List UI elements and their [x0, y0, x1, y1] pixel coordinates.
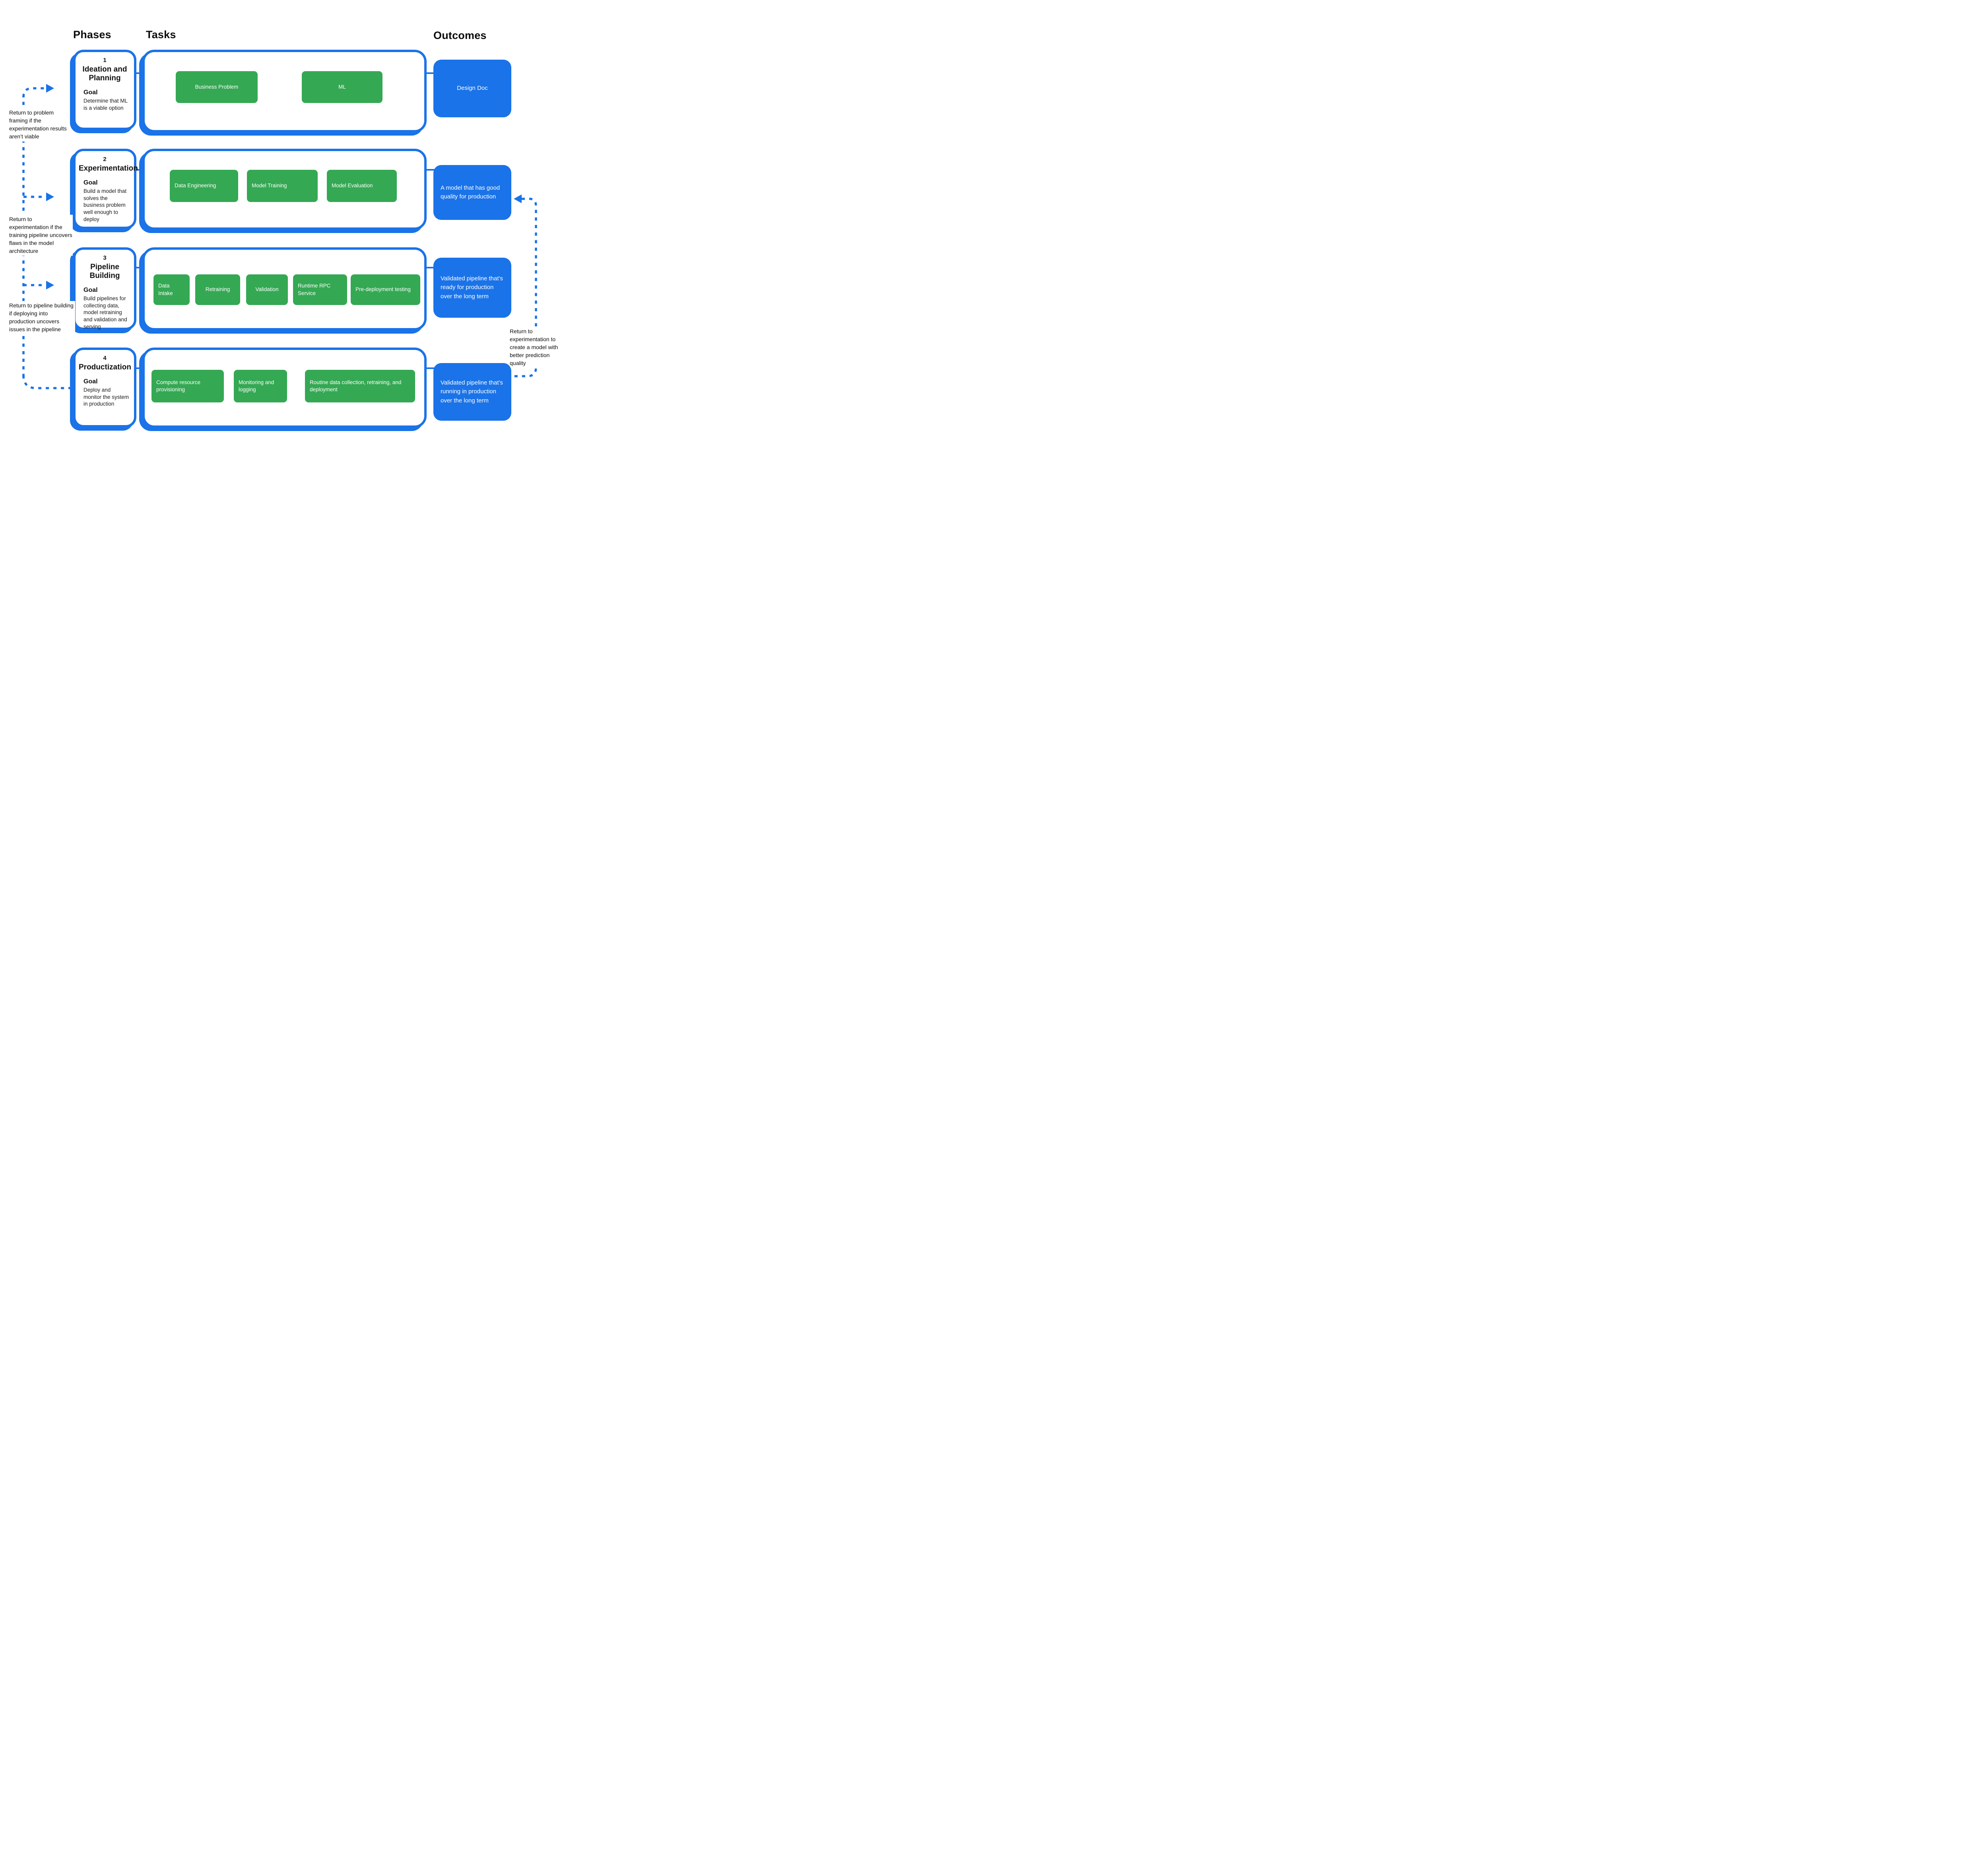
task-box-validation: Validation: [246, 274, 288, 305]
outcome-validated-pipeline-running: Validated pipeline that’s running in pro…: [433, 363, 511, 421]
goal-label: Goal: [83, 286, 98, 293]
arrowhead-to-ideation: [46, 84, 54, 93]
goal-label: Goal: [83, 179, 98, 186]
phase-title: Experimentation: [79, 164, 138, 173]
goal-text: Determine that ML is a viable option: [83, 97, 128, 111]
arrowhead-to-pipeline-building: [46, 281, 54, 289]
outcome-model-good-quality: A model that has good quality for produc…: [433, 165, 511, 220]
annotation-return-to-experimentation: Return to experimentation if the trainin…: [9, 215, 73, 256]
task-box-ml: ML: [302, 71, 382, 103]
phase-title: Productization: [79, 363, 131, 371]
phase-title: Ideation and Planning: [82, 65, 127, 82]
task-box-runtime-rpc-service: Runtime RPC Service: [293, 274, 347, 305]
task-box-routine-data-collection: Routine data collection, retraining, and…: [305, 370, 415, 402]
outcome-validated-pipeline-ready: Validated pipeline that’s ready for prod…: [433, 258, 511, 318]
goal-label: Goal: [83, 89, 98, 96]
phase-card-productization: 4 Productization Goal Deploy and monitor…: [73, 348, 136, 427]
task-box-retraining: Retraining: [195, 274, 240, 305]
phase-title: Pipeline Building: [89, 263, 120, 280]
outcomes-header: Outcomes: [433, 29, 487, 41]
task-box-data-engineering: Data Engineering: [170, 170, 238, 202]
arrowhead-to-experimentation: [46, 192, 54, 201]
goal-text: Build pipelines for collecting data, mod…: [83, 295, 127, 330]
task-box-model-training: Model Training: [247, 170, 318, 202]
phase-number: 2: [103, 156, 107, 163]
task-box-business-problem: Business Problem: [176, 71, 258, 103]
task-box-model-evaluation: Model Evaluation: [327, 170, 397, 202]
goal-text: Deploy and monitor the system in product…: [83, 387, 129, 407]
task-box-monitoring-and-logging: Monitoring and logging: [234, 370, 287, 402]
annotation-return-for-better-prediction: Return to experimentation to create a mo…: [510, 327, 564, 368]
annotation-return-to-problem-framing: Return to problem framing if the experim…: [9, 108, 70, 142]
phase-number: 1: [103, 57, 107, 64]
outcome-design-doc: Design Doc: [433, 60, 511, 117]
task-box-data-intake: Data Intake: [153, 274, 190, 305]
tasks-header: Tasks: [146, 29, 176, 41]
phase-number: 4: [103, 355, 107, 361]
phase-card-pipeline-building: 3 Pipeline Building Goal Build pipelines…: [73, 247, 136, 330]
task-box-pre-deployment-testing: Pre-deployment testing: [351, 274, 420, 305]
phase-card-ideation: 1 Ideation and Planning Goal Determine t…: [73, 50, 136, 130]
phase-number: 3: [103, 254, 107, 261]
task-container-pipeline-building: [142, 247, 427, 330]
annotation-return-to-pipeline-building: Return to pipeline building if deploying…: [9, 301, 75, 334]
mlops-phases-diagram: Phases Tasks Outcomes 1 Ideation and Pla…: [0, 0, 564, 465]
goal-label: Goal: [83, 378, 98, 385]
phase-card-experimentation: 2 Experimentation Goal Build a model tha…: [73, 149, 138, 229]
task-box-compute-resource-provisioning: Compute resource provisioning: [151, 370, 224, 402]
arrowhead-to-model-outcome: [514, 194, 522, 203]
goal-text: Build a model that solves the business p…: [83, 188, 127, 223]
dashed-return-path-right: [512, 198, 537, 377]
phases-header: Phases: [73, 29, 111, 41]
